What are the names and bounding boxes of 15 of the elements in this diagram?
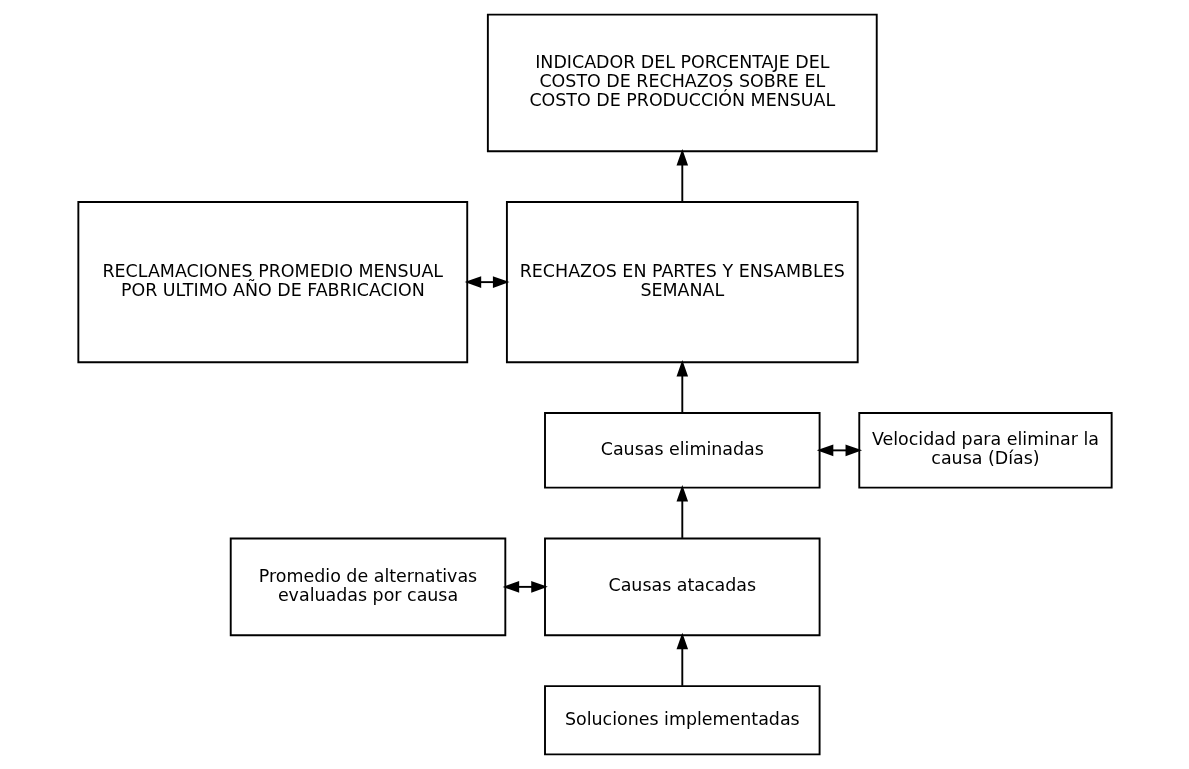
arrow [676, 148, 688, 203]
arrow [676, 632, 688, 687]
node-box: RECLAMACIONES PROMEDIO MENSUAL POR ULTIMO AÑO DE FABRICACION [76, 201, 468, 364]
node-box: Promedio de alternativas evaluadas por causa [229, 537, 506, 637]
node-box: Causas eliminadas [543, 412, 821, 489]
arrow [816, 444, 862, 457]
node-box: Causas atacadas [543, 537, 821, 637]
node-box: Velocidad para eliminar la causa (Días) [857, 412, 1113, 489]
arrow [464, 276, 509, 288]
arrow [502, 581, 548, 593]
arrow [676, 359, 688, 414]
node-box: Soluciones implementadas [543, 685, 821, 756]
arrow [676, 485, 688, 539]
node-box: INDICADOR DEL PORCENTAJE DEL COSTO DE RECHAZOS SOBRE EL COSTO DE PRODUCCIÓN MENSUAL [486, 13, 878, 153]
node-box: RECHAZOS EN PARTES Y ENSAMBLES SEMANAL [505, 201, 859, 364]
